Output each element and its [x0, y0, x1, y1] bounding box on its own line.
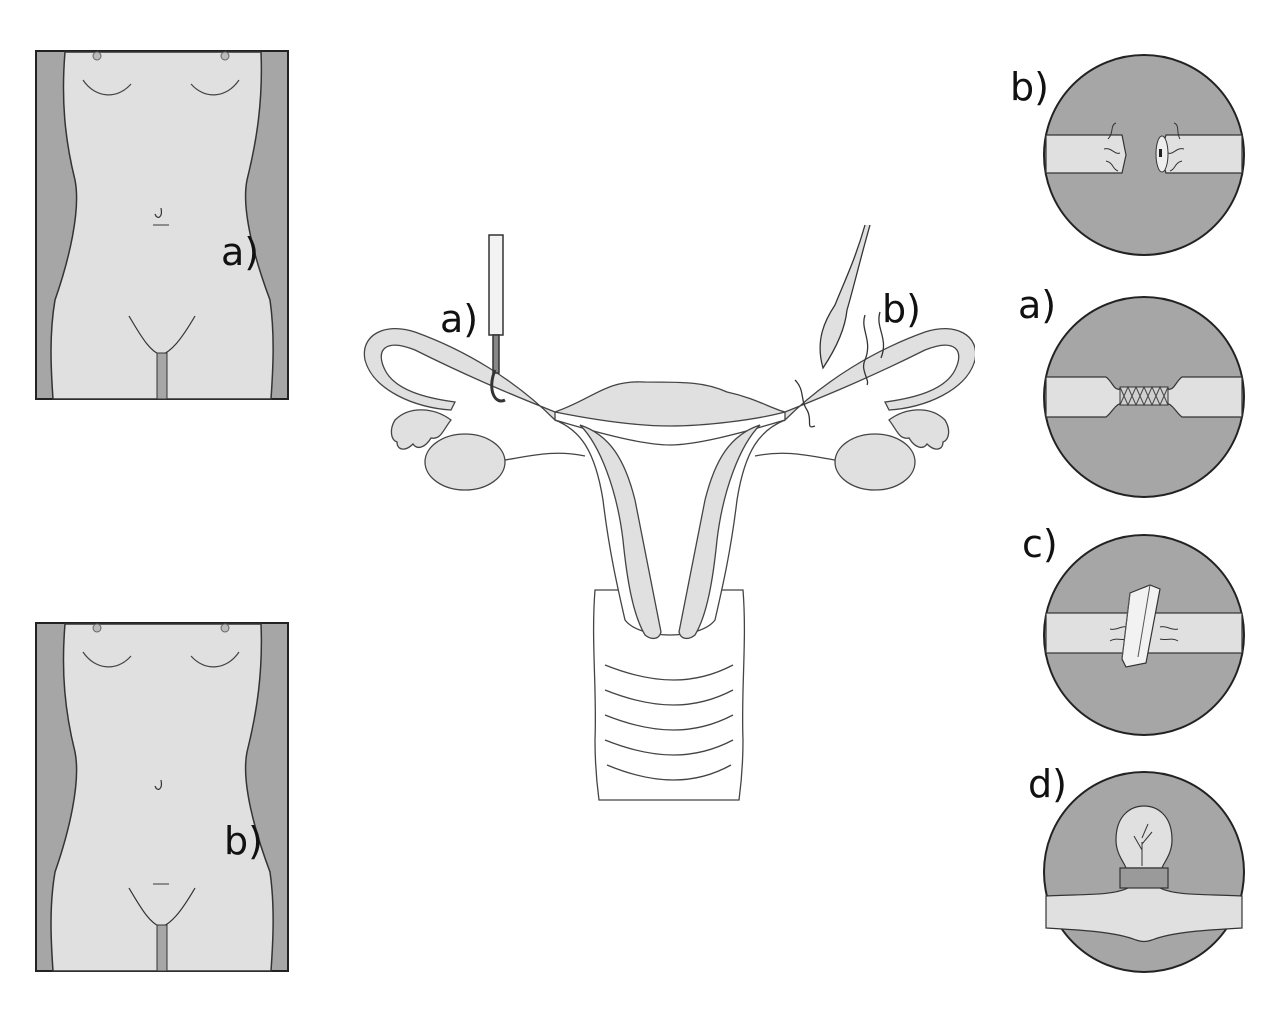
detail-circle-d [1042, 770, 1246, 974]
uterus-figure [363, 224, 975, 801]
vagina [592, 589, 746, 801]
detail-b-figure [1043, 54, 1245, 256]
uterus-label-right: b) [882, 287, 921, 331]
detail-circle-c [1042, 533, 1246, 737]
torso-b-body [50, 623, 274, 972]
detail-d-label: d) [1028, 762, 1067, 806]
torso-a-figure [35, 50, 289, 400]
detail-d-figure [1043, 771, 1245, 973]
detail-b-label: b) [1010, 65, 1049, 109]
uterus-diagram [355, 220, 975, 810]
detail-c-label: c) [1022, 522, 1058, 566]
ovary-right [834, 433, 916, 491]
torso-b-breast-right [190, 651, 240, 668]
tube-right [784, 328, 975, 422]
uterus-label-left: a) [440, 297, 479, 341]
instrument-scalpel [794, 224, 885, 428]
torso-b-legs-gap [156, 924, 168, 972]
torso-b-label: b) [224, 819, 263, 863]
torso-a-label: a) [221, 230, 260, 274]
uterus-body [554, 419, 786, 636]
torso-a-legs-gap [156, 352, 168, 400]
detail-circle-a [1042, 295, 1246, 499]
torso-b-figure [35, 622, 289, 972]
detail-c-figure [1043, 534, 1245, 736]
torso-b-breast-left [82, 651, 132, 668]
fimbriae-left [390, 409, 452, 450]
torso-a-breast-right [190, 79, 240, 96]
torso-a-navel [154, 207, 162, 218]
uterine-cavity-left [579, 424, 662, 640]
torso-panel-a [35, 50, 289, 400]
torso-b-navel [154, 779, 162, 790]
uterine-cavity-right [678, 424, 761, 640]
fundus [552, 381, 788, 427]
torso-panel-b [35, 622, 289, 972]
ovary-left [424, 433, 506, 491]
torso-a-breast-left [82, 79, 132, 96]
detail-a-figure [1043, 296, 1245, 498]
fimbriae-right [888, 409, 950, 450]
detail-circle-b [1042, 53, 1246, 257]
tube-left [363, 328, 556, 422]
detail-a-label: a) [1018, 283, 1057, 327]
instrument-electrocautery [488, 234, 506, 403]
